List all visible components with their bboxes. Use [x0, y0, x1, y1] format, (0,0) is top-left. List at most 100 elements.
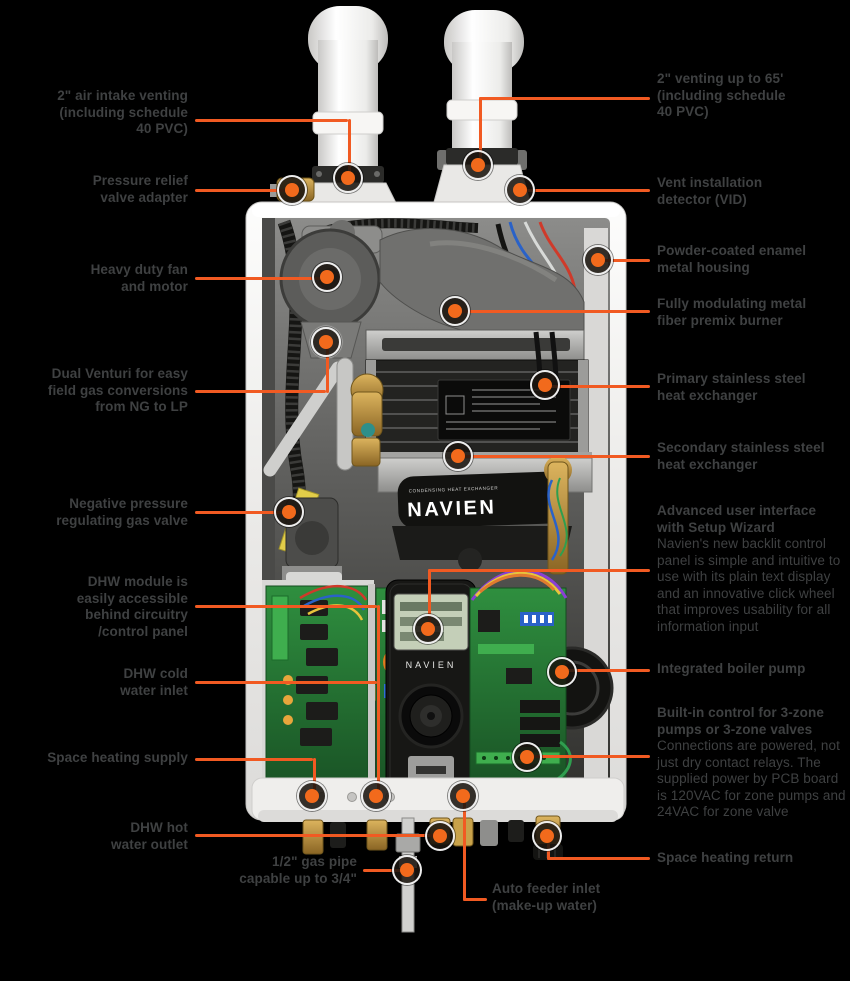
- label-line: Space heating supply: [47, 750, 188, 765]
- dhw-cold-water-inlet-dot: [361, 781, 391, 811]
- negative-pressure-gas-valve-leader-line: [195, 510, 289, 514]
- label-line: Vent installation: [657, 175, 763, 190]
- label-line: capable up to 3/4": [239, 870, 357, 886]
- label-line: Auto feeder inlet: [492, 881, 601, 896]
- auto-feeder-inlet-label: Auto feeder inlet(make-up water): [492, 881, 600, 914]
- heavy-duty-fan-leader-line: [195, 276, 327, 280]
- label-line: Integrated boiler pump: [657, 661, 806, 676]
- label-line: Powder-coated enamel: [657, 243, 807, 258]
- label-line: Heavy duty fan: [90, 262, 188, 277]
- auto-feeder-inlet-leader-line: [463, 897, 487, 901]
- label-line: water inlet: [120, 682, 188, 698]
- powder-coated-housing-dot: [583, 245, 613, 275]
- space-heating-return-leader-line: [547, 856, 650, 860]
- label-line: Built-in control for 3-zone: [657, 705, 824, 720]
- primary-heat-exchanger-dot: [530, 370, 560, 400]
- label-line: Primary stainless steel: [657, 371, 806, 386]
- label-line: DHW hot: [130, 820, 188, 835]
- label-line: (make-up water): [492, 897, 598, 913]
- panel-logo-text: NAVIEN: [406, 660, 457, 670]
- dhw-hot-water-outlet-dot: [425, 821, 455, 851]
- space-heating-return-dot: [532, 821, 562, 851]
- premix-burner-plate: [365, 329, 585, 361]
- powder-coated-housing-leader-line: [598, 258, 650, 262]
- dot-core: [433, 829, 447, 843]
- label-line: information input: [657, 618, 759, 634]
- dot-core: [471, 158, 485, 172]
- dot-core: [369, 789, 383, 803]
- label-line: easily accessible: [76, 590, 188, 606]
- advanced-user-interface-leader-line: [428, 568, 431, 631]
- label-line: from NG to LP: [95, 399, 188, 414]
- label-line: Fully modulating metal: [657, 296, 807, 311]
- label-line: is 120VAC for zone pumps and: [657, 787, 846, 803]
- dot-core: [538, 378, 552, 392]
- pressure-relief-valve-adapter-leader-line: [195, 188, 292, 192]
- dot-core: [285, 183, 299, 197]
- dot-core: [520, 750, 534, 764]
- label-line: Pressure relief: [92, 173, 188, 188]
- navien-logo-text: NAVIEN: [407, 496, 497, 521]
- dual-venturi-leader-line: [326, 340, 329, 393]
- gas-pipe-dot: [392, 855, 422, 885]
- label-line: regulating gas valve: [56, 512, 188, 528]
- dot-core: [319, 335, 333, 349]
- label-line: DHW module is: [87, 574, 188, 589]
- label-line: behind circuitry: [85, 607, 188, 622]
- auto-feeder-inlet-dot: [448, 781, 478, 811]
- label-line: just dry contact relays. The: [657, 754, 821, 770]
- click-wheel: [398, 683, 464, 749]
- label-line: Secondary stainless steel: [657, 440, 825, 455]
- built-in-zone-control-dot: [512, 742, 542, 772]
- vent-installation-detector-dot: [505, 175, 535, 205]
- label-line: detector (VID): [657, 191, 747, 207]
- label-line: Dual Venturi for easy: [51, 366, 188, 381]
- pressure-relief-valve-adapter-dot: [277, 175, 307, 205]
- navien-badge: [397, 471, 567, 529]
- dot-core: [282, 505, 296, 519]
- dot-core: [591, 253, 605, 267]
- air-intake-venting-leader-line: [348, 118, 351, 180]
- dot-core: [451, 449, 465, 463]
- dhw-cold-water-inlet-leader-line: [195, 680, 377, 684]
- label-line: 2" air intake venting: [57, 88, 188, 103]
- dot-core: [400, 863, 414, 877]
- integrated-boiler-pump-dot: [547, 657, 577, 687]
- dhw-module-leader-line: [195, 604, 377, 608]
- label-line: fiber premix burner: [657, 312, 783, 328]
- label-line: 40 PVC): [657, 104, 709, 119]
- left-circuit-board: [265, 584, 369, 783]
- gas-pipe-leader-line: [363, 868, 407, 872]
- label-line: 40 PVC): [136, 121, 188, 136]
- space-heating-supply-leader-line: [313, 757, 316, 798]
- air-duct: [379, 228, 585, 333]
- heavy-duty-fan-dot: [312, 262, 342, 292]
- label-line: and motor: [121, 278, 188, 294]
- vent-installation-detector-leader-line: [520, 188, 650, 192]
- dot-core: [341, 171, 355, 185]
- label-line: Negative pressure: [69, 496, 188, 511]
- label-line: /control panel: [98, 623, 188, 639]
- dot-core: [421, 622, 435, 636]
- air-intake-venting-label: 2" air intake venting(including schedule…: [57, 88, 188, 138]
- dot-core: [555, 665, 569, 679]
- label-line: panel is simple and intuitive to: [657, 552, 841, 568]
- premix-burner-leader-line: [455, 309, 650, 313]
- label-line: metal housing: [657, 259, 750, 275]
- label-line: Connections are powered, not: [657, 738, 840, 753]
- dot-core: [513, 183, 527, 197]
- air-intake-venting-leader-line: [195, 118, 348, 122]
- label-line: heat exchanger: [657, 456, 758, 472]
- dhw-cold-water-inlet-leader-line: [377, 604, 380, 798]
